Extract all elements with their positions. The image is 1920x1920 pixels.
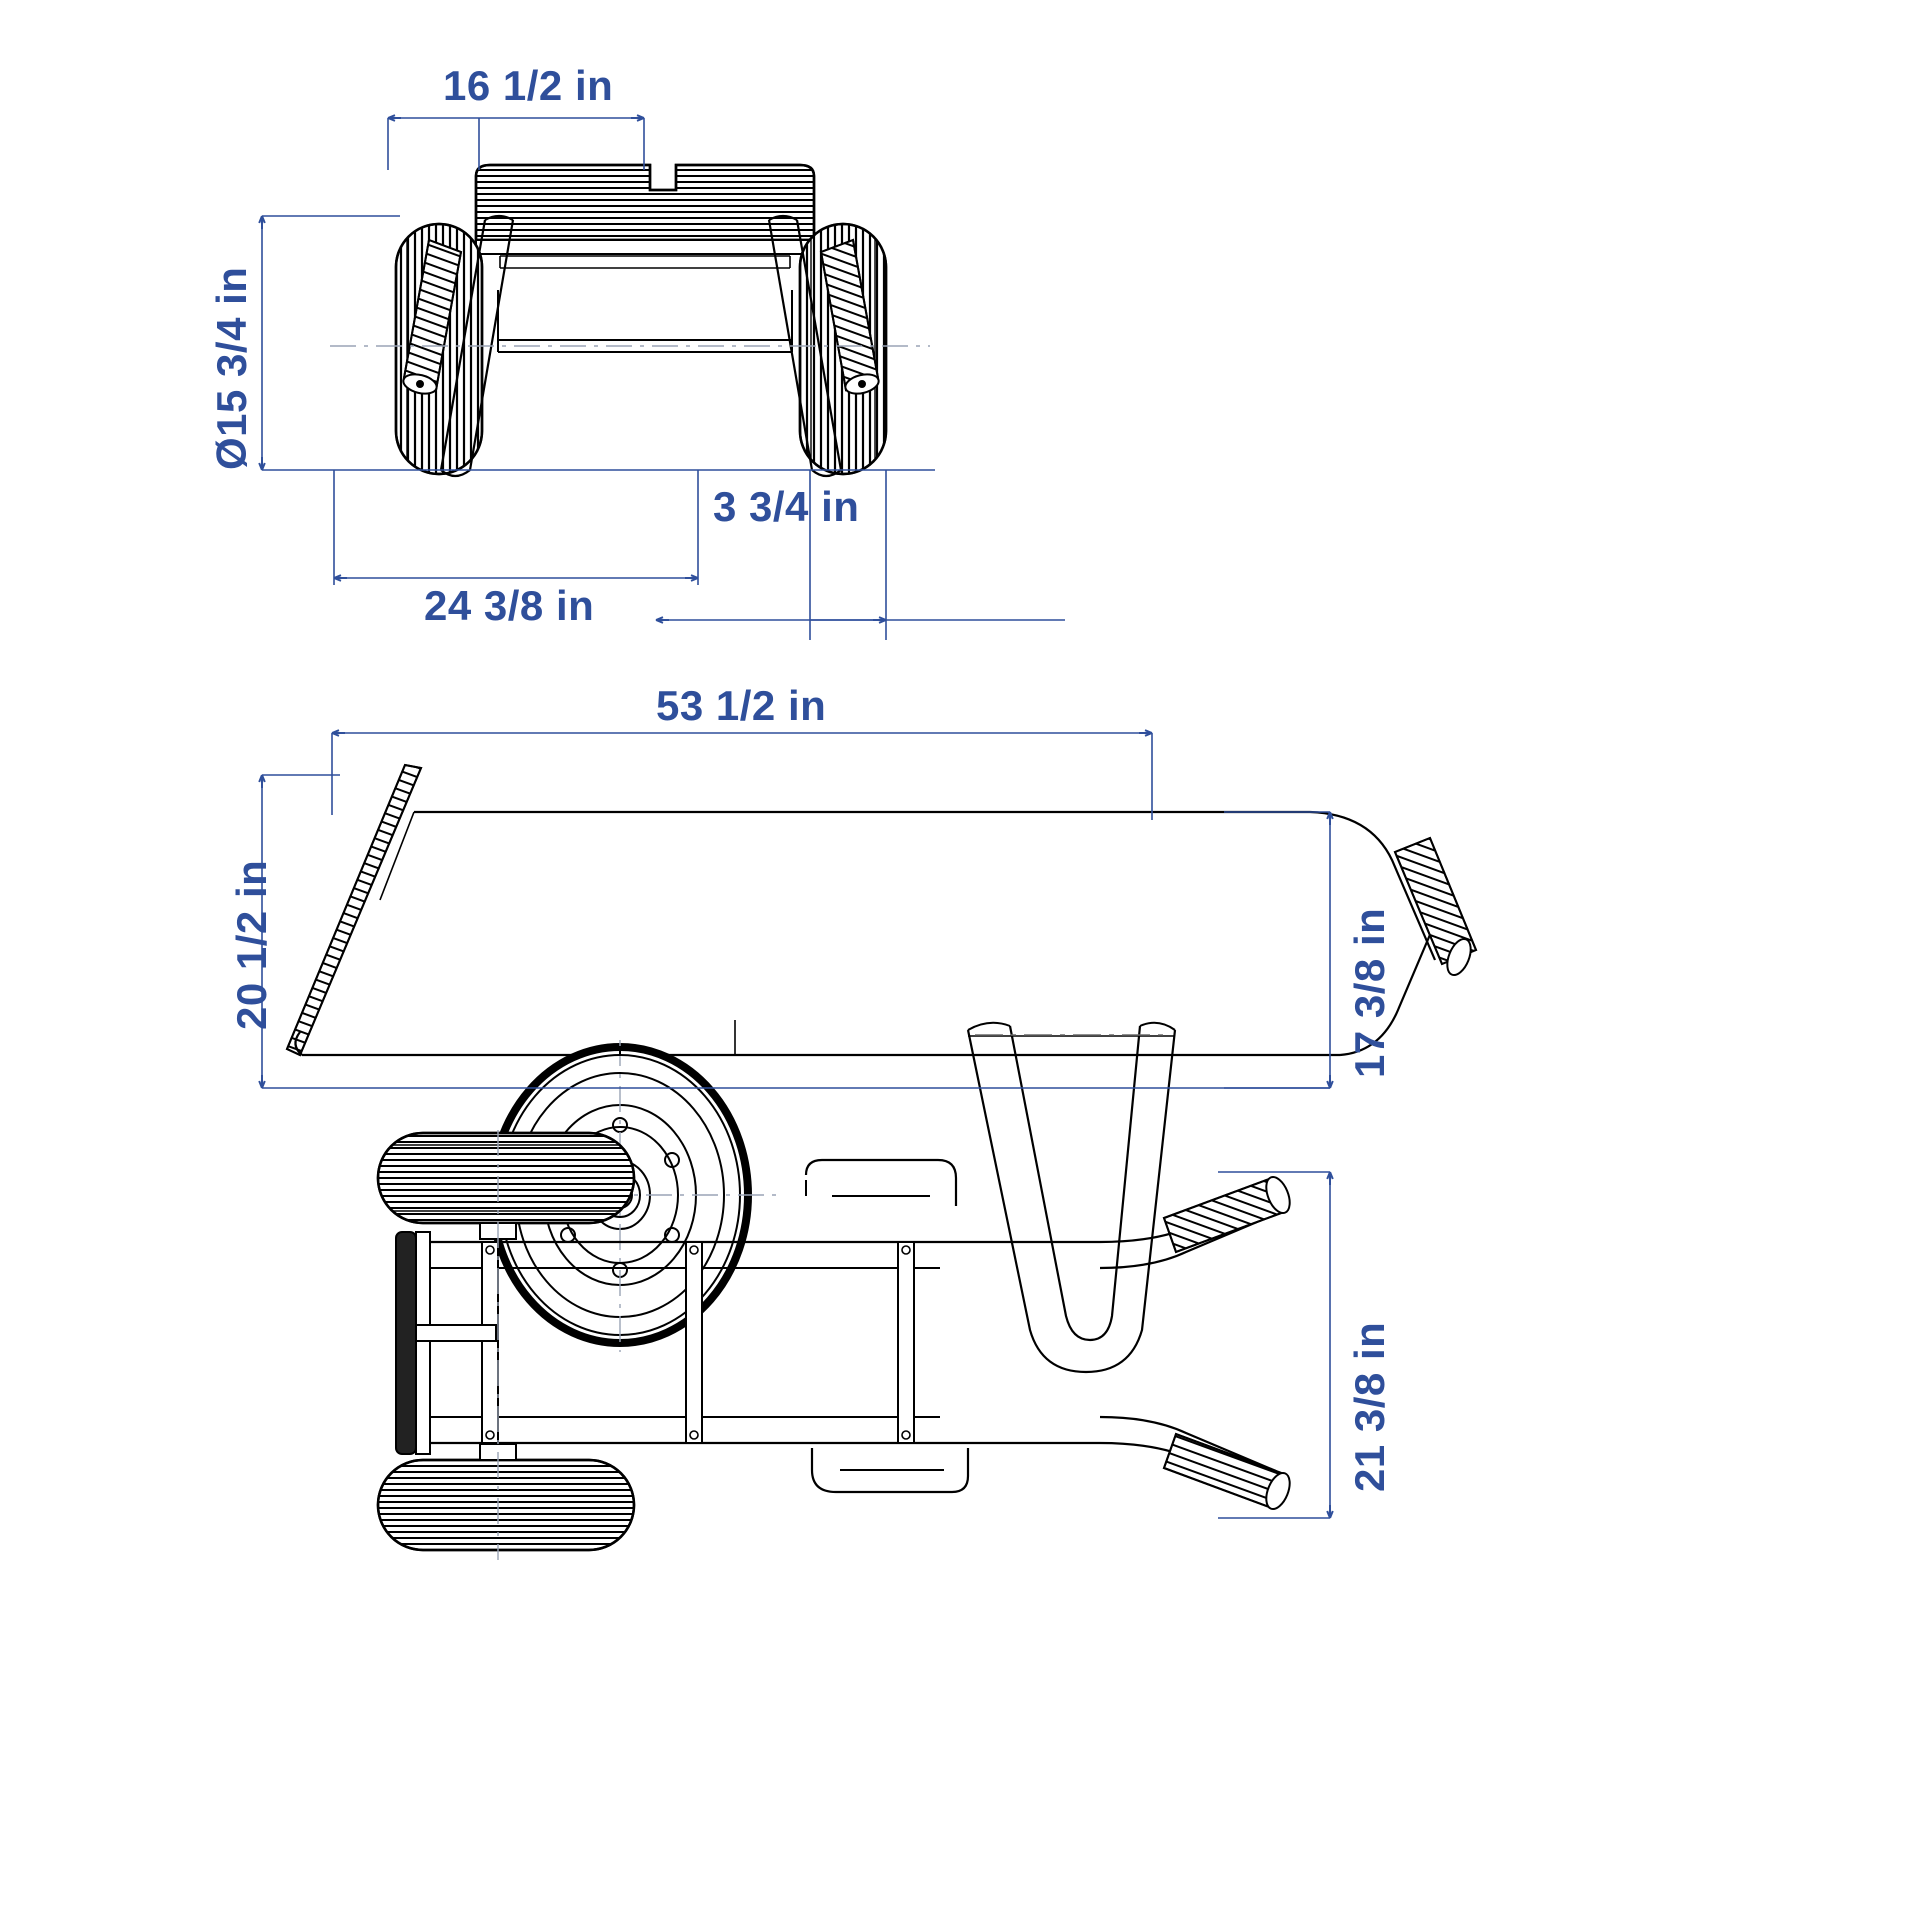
dim-label-wheel-diameter: Ø15 3/4 in [208,266,255,470]
dim-label-handle-height: 17 3/8 in [1346,907,1393,1078]
tray-end-profile [474,163,816,255]
left-handle-tube-front [439,214,515,478]
upper-tyre-top [376,1131,636,1225]
left-grip-front [402,238,463,395]
top-view-dimensions [1218,1171,1334,1519]
dim-label-overall-width-top: 21 3/8 in [1346,1321,1393,1492]
dim-label-overall-length: 53 1/2 in [656,682,827,729]
front-view-dimensions [258,114,1065,640]
lower-tyre-top [376,1458,636,1552]
lower-grip-top [1162,1432,1291,1511]
dim-label-overall-height: 20 1/2 in [228,859,275,1030]
upper-grip-top [1162,1175,1291,1254]
top-view-geometry [376,1130,1291,1560]
dim-label-wheel-offset: 3 3/4 in [713,483,860,530]
right-handle-tube-front [767,214,843,478]
side-view-dimensions [258,729,1334,1089]
rear-grip-side [285,763,423,1057]
right-grip-side [1393,836,1478,977]
dim-label-overall-track: 24 3/8 in [424,582,595,629]
right-grip-front [819,238,880,395]
side-view-geometry [285,763,1478,1374]
front-view-geometry [330,163,930,478]
dim-label-front-width: 16 1/2 in [443,62,614,109]
